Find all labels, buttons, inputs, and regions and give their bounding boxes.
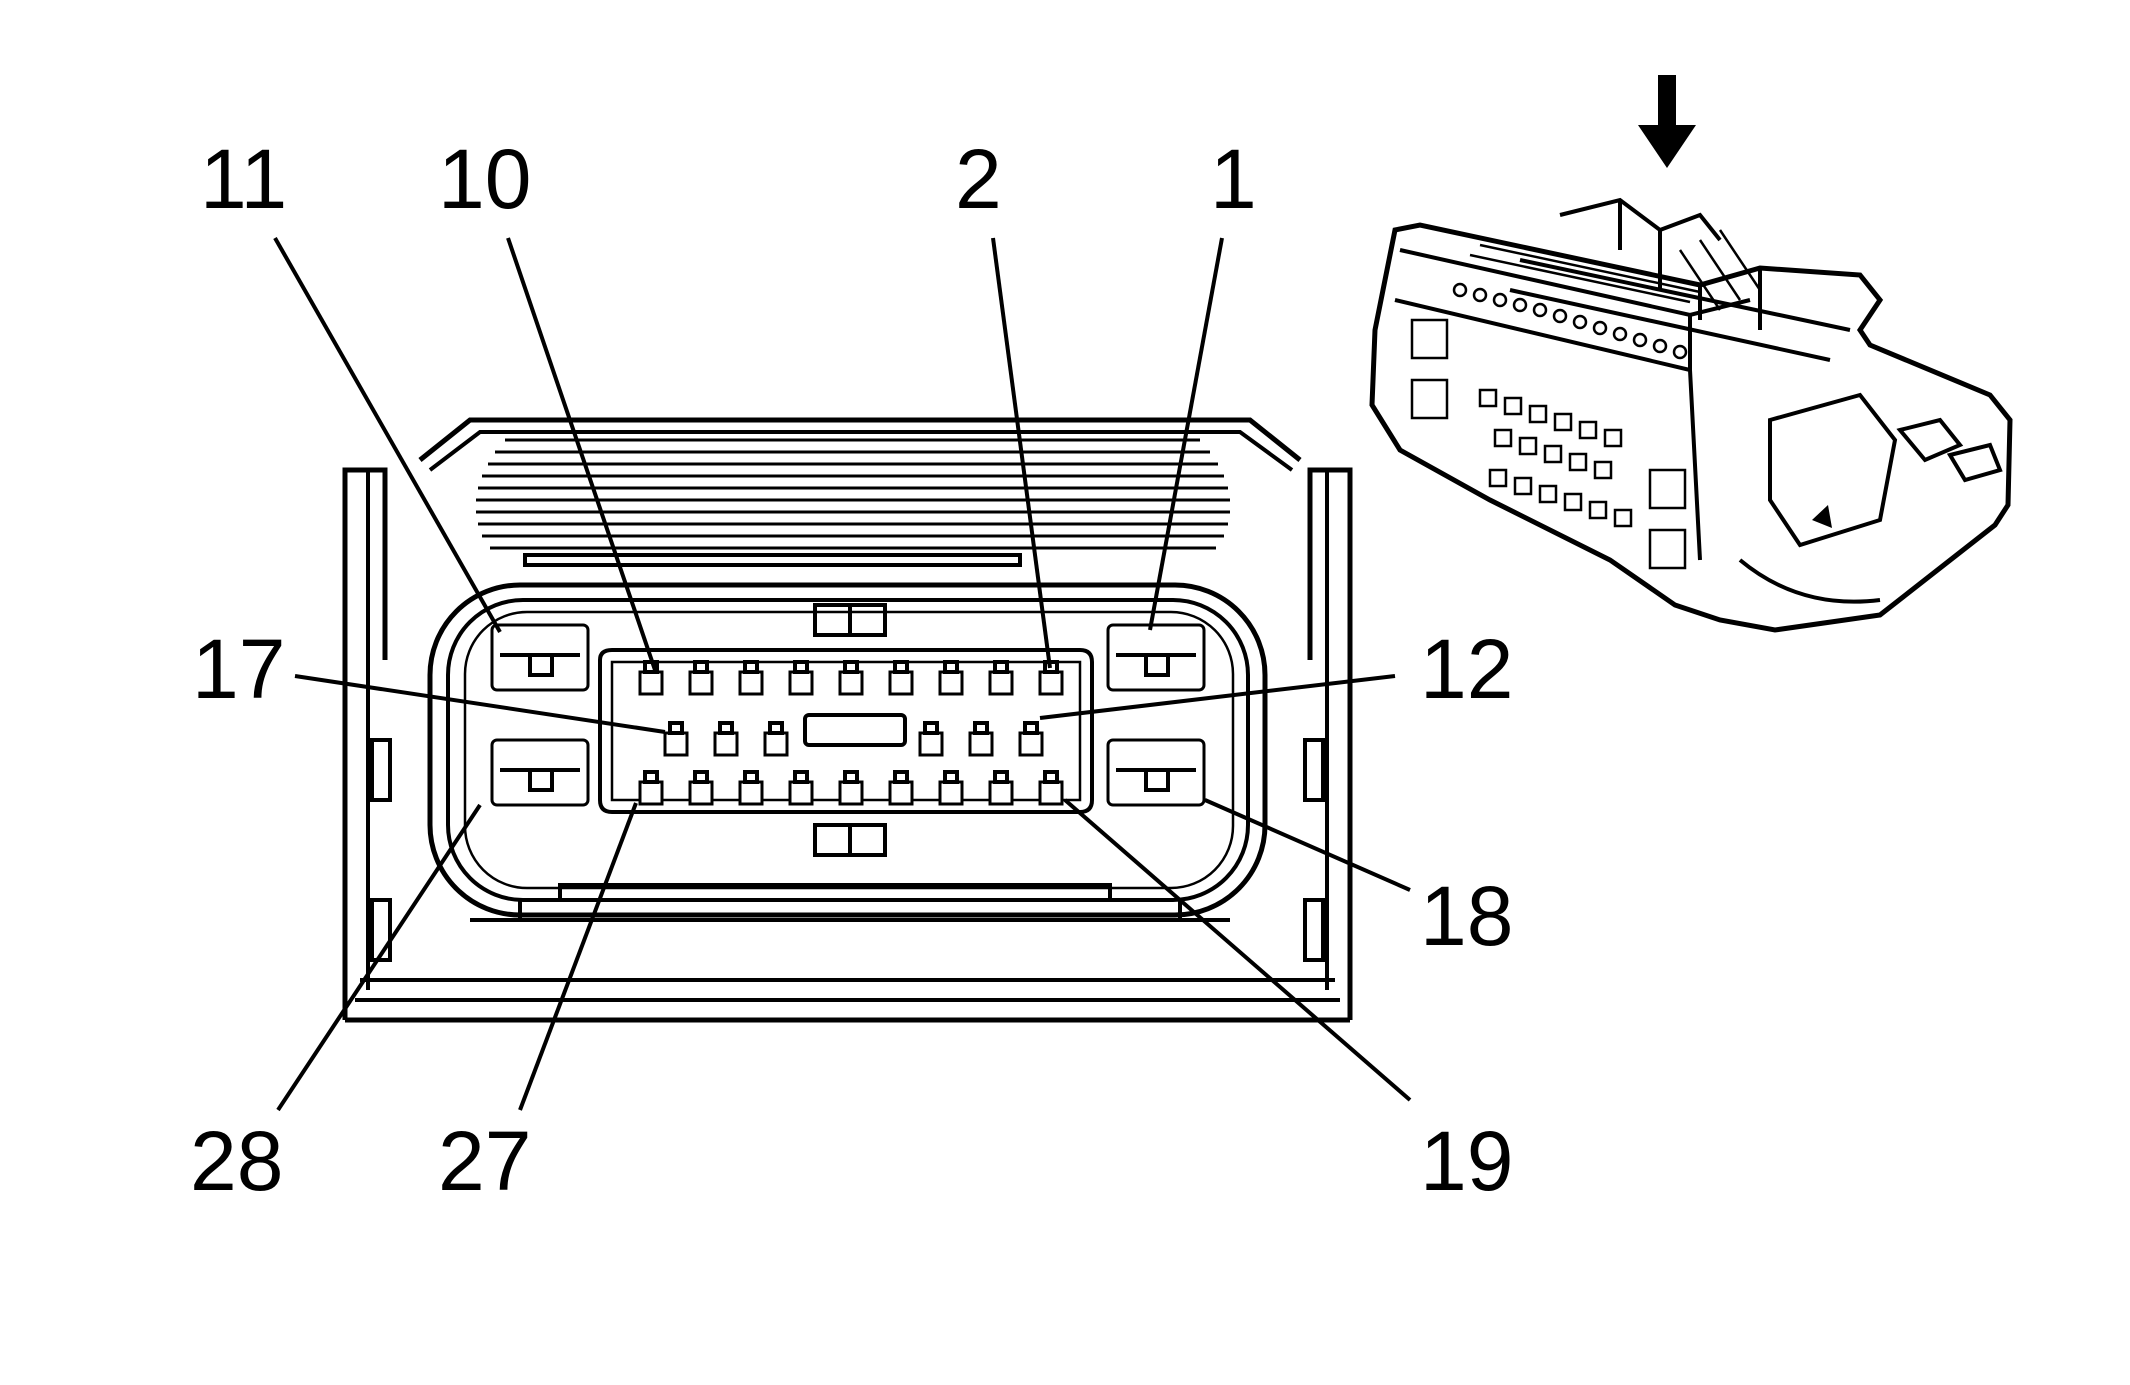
leader-18	[1204, 798, 1411, 892]
leader-10	[506, 237, 657, 671]
leader-11	[273, 237, 502, 633]
leader-1	[1148, 237, 1224, 631]
pin-label-27: 27	[438, 1114, 531, 1208]
large-cavity-11	[490, 623, 590, 692]
terminal-row-bottom	[638, 770, 1064, 806]
isometric-ribs	[1469, 229, 1762, 311]
leader-19	[1063, 798, 1412, 1102]
large-cavity-28	[490, 738, 590, 807]
hood-hatching	[476, 438, 1230, 550]
leader-17	[294, 674, 666, 734]
large-cavity-18	[1106, 738, 1206, 807]
pin-labels: 11 10 2 1 17 12 18 28 27 19	[190, 132, 1513, 1208]
pin-label-2: 2	[955, 132, 1002, 226]
pin-label-19: 19	[1420, 1114, 1513, 1208]
connector-isometric-view	[1369, 75, 2013, 633]
leader-28	[276, 803, 482, 1112]
connector-face	[342, 417, 1353, 1023]
isometric-face-cavities	[1410, 318, 1687, 570]
pin-label-11: 11	[200, 132, 287, 226]
pin-label-10: 10	[438, 132, 531, 226]
pin-label-17: 17	[192, 622, 285, 716]
large-cavity-1	[1106, 623, 1206, 692]
pin-label-1: 1	[1210, 132, 1257, 226]
terminal-row-middle	[663, 721, 1044, 757]
down-arrow-icon	[1638, 75, 1696, 168]
pin-label-18: 18	[1420, 869, 1513, 963]
terminal-row-top	[638, 660, 1064, 696]
leader-lines	[273, 237, 1412, 1112]
isometric-top-holes	[1452, 282, 1688, 360]
pin-label-12: 12	[1420, 622, 1513, 716]
pin-label-28: 28	[190, 1114, 283, 1208]
leader-2	[991, 237, 1052, 669]
leader-12	[1039, 674, 1396, 720]
leader-27	[518, 802, 638, 1111]
